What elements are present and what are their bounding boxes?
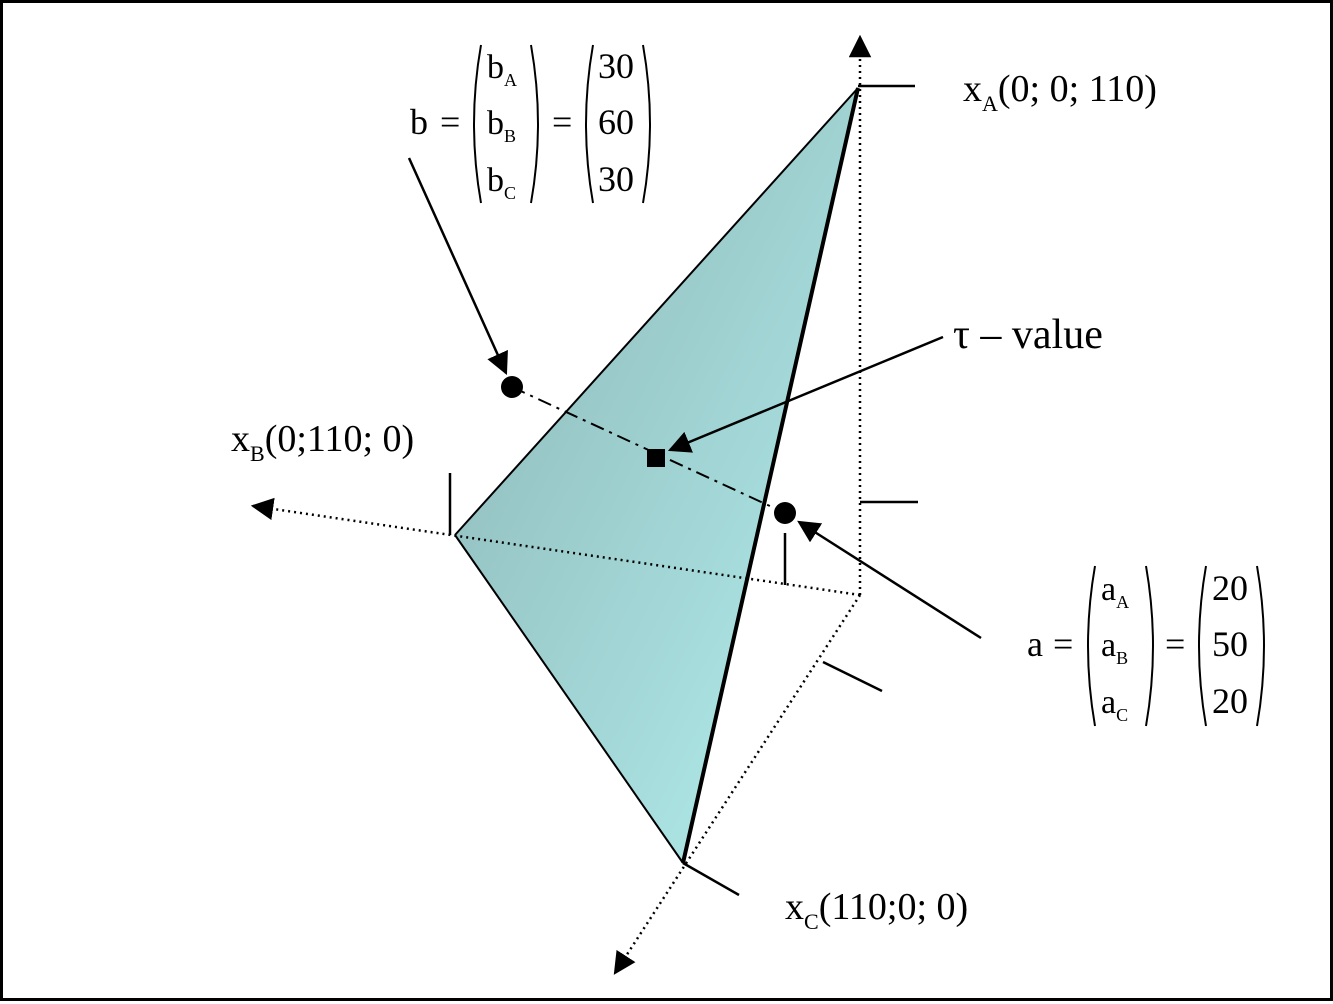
svg-text:20: 20 bbox=[1212, 568, 1248, 608]
svg-text:=: = bbox=[552, 102, 572, 142]
vector-a-equation: a = aA aB aC = 20 50 20 bbox=[1027, 565, 1265, 727]
point-a bbox=[774, 502, 796, 524]
svg-text:60: 60 bbox=[598, 102, 634, 142]
svg-text:b: b bbox=[410, 102, 428, 142]
arrow-to-tau bbox=[667, 335, 944, 453]
label-tau-value: τ – value bbox=[953, 312, 1103, 358]
arrow-to-b bbox=[407, 157, 508, 376]
simplex-diagram: xA(0; 0; 110) xB(0;110; 0) xC(110;0; 0) … bbox=[231, 34, 1265, 975]
point-tau bbox=[647, 449, 665, 467]
edge-xA-xB bbox=[454, 87, 859, 536]
vector-b-equation: b = bA bB bC = 30 60 30 bbox=[410, 44, 651, 204]
svg-text:=: = bbox=[1053, 624, 1073, 664]
svg-text:aB: aB bbox=[1101, 627, 1128, 668]
simplex-triangle bbox=[455, 88, 858, 863]
svg-text:bB: bB bbox=[487, 105, 516, 146]
svg-text:bA: bA bbox=[487, 49, 517, 90]
label-xB: xB(0;110; 0) bbox=[231, 418, 414, 466]
edge-xA-xC bbox=[681, 87, 860, 864]
point-b bbox=[501, 376, 523, 398]
svg-text:20: 20 bbox=[1212, 681, 1248, 721]
svg-text:bC: bC bbox=[487, 162, 516, 203]
edge-xB-xC bbox=[454, 534, 684, 864]
label-xC: xC(110;0; 0) bbox=[785, 886, 968, 934]
svg-text:30: 30 bbox=[598, 46, 634, 86]
tick-xC bbox=[682, 861, 740, 897]
svg-text:30: 30 bbox=[598, 159, 634, 199]
svg-text:50: 50 bbox=[1212, 624, 1248, 664]
tick-aC bbox=[822, 660, 883, 693]
svg-text:=: = bbox=[1165, 624, 1185, 664]
label-xA: xA(0; 0; 110) bbox=[963, 68, 1157, 116]
svg-text:=: = bbox=[440, 102, 460, 142]
arrow-to-a bbox=[797, 520, 982, 640]
svg-text:aC: aC bbox=[1101, 684, 1128, 725]
svg-text:a: a bbox=[1027, 624, 1043, 664]
svg-text:aA: aA bbox=[1101, 571, 1129, 612]
axis-B bbox=[250, 497, 861, 597]
